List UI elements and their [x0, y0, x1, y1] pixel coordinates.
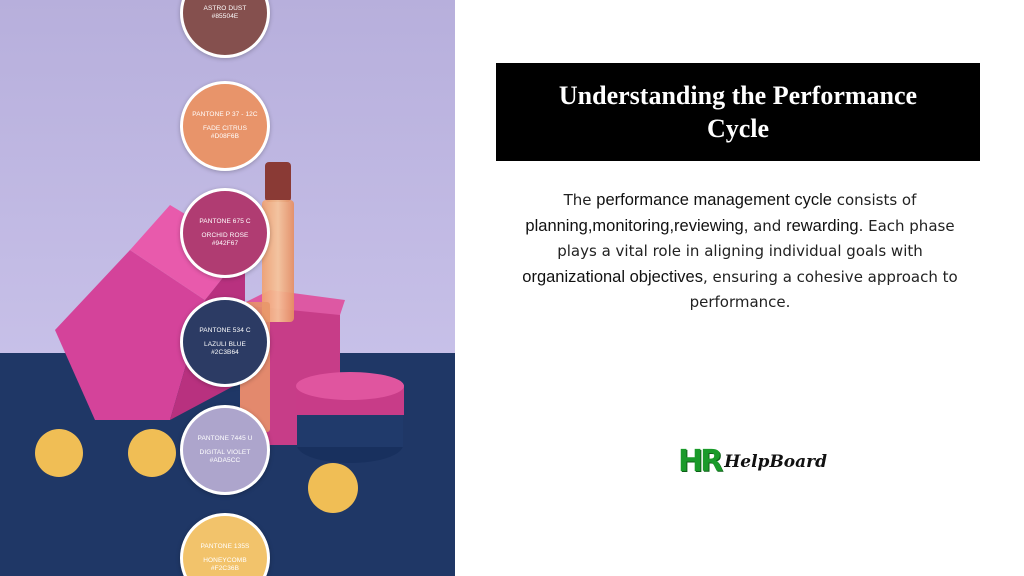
swatch-digital-violet: PANTONE 7445 U DIGITAL VIOLET #ADA5CC [180, 405, 270, 495]
swatch-code: PANTONE P 37 - 12C [192, 111, 258, 118]
swatch-orchid-rose: PANTONE 675 C ORCHID ROSE #942F67 [180, 188, 270, 278]
logo-wordmark: HelpBoard [724, 452, 828, 472]
swatch-hex: #D08F6B [210, 133, 240, 140]
swatch-hex: #2C3B64 [211, 349, 239, 356]
slide-title: Understanding the Performance Cycle [558, 81, 918, 143]
swatch-honeycomb: PANTONE 135S HONEYCOMB #F2C36B [180, 513, 270, 576]
title-banner: Understanding the Performance Cycle [496, 63, 980, 161]
jar-lid [296, 372, 404, 400]
swatch-name: ORCHID ROSE [201, 232, 249, 239]
product-photo: ASTRO DUST #85504E PANTONE P 37 - 12C FA… [0, 0, 455, 576]
body-paragraph: The performance management cycle consist… [510, 188, 970, 316]
swatch-hex: #942F67 [211, 240, 239, 247]
yellow-ball-1 [35, 429, 83, 477]
swatch-code: PANTONE 675 C [199, 218, 251, 225]
swatch-fade-citrus: PANTONE P 37 - 12C FADE CITRUS #D08F6B [180, 81, 270, 171]
swatch-lazuli-blue: PANTONE 534 C LAZULI BLUE #2C3B64 [180, 297, 270, 387]
swatch-hex: #85504E [211, 13, 239, 20]
swatch-name: HONEYCOMB [203, 557, 247, 564]
body-text-run: The [563, 191, 597, 209]
pink-cube [55, 250, 205, 420]
swatch-name: LAZULI BLUE [204, 341, 246, 348]
swatch-code: PANTONE 7445 U [197, 435, 253, 442]
bottle-cap [265, 162, 291, 202]
keyword-performance-management-cycle: performance management cycle [596, 191, 832, 209]
swatch-name: DIGITAL VIOLET [199, 449, 251, 456]
keyword-reviewing: reviewing, [674, 216, 749, 235]
swatch-hex: #ADA5CC [209, 457, 241, 464]
swatch-hex: #F2C36B [210, 565, 240, 572]
yellow-ball-3 [308, 463, 358, 513]
body-text-run: , ensuring a cohesive approach to perfor… [689, 267, 958, 312]
keyword-rewarding: rewarding [786, 216, 859, 235]
keyword-planning: planning, [525, 216, 593, 235]
keyword-organizational-objectives: organizational objectives [522, 267, 703, 286]
body-text-run: consists of [831, 191, 917, 209]
body-text-run: and [748, 216, 787, 235]
swatch-code: PANTONE 135S [200, 543, 250, 550]
swatch-name: FADE CITRUS [202, 125, 248, 132]
logo-mark: HR [678, 444, 723, 479]
swatch-code: PANTONE 534 C [199, 327, 251, 334]
tall-bottle [262, 200, 294, 322]
body-text-run: . Each phase plays a vital role in align… [557, 216, 955, 261]
yellow-ball-2 [128, 429, 176, 477]
keyword-monitoring: monitoring, [592, 216, 675, 235]
helpboard-logo: HR HelpBoard [678, 446, 828, 478]
swatch-name: ASTRO DUST [203, 5, 247, 12]
